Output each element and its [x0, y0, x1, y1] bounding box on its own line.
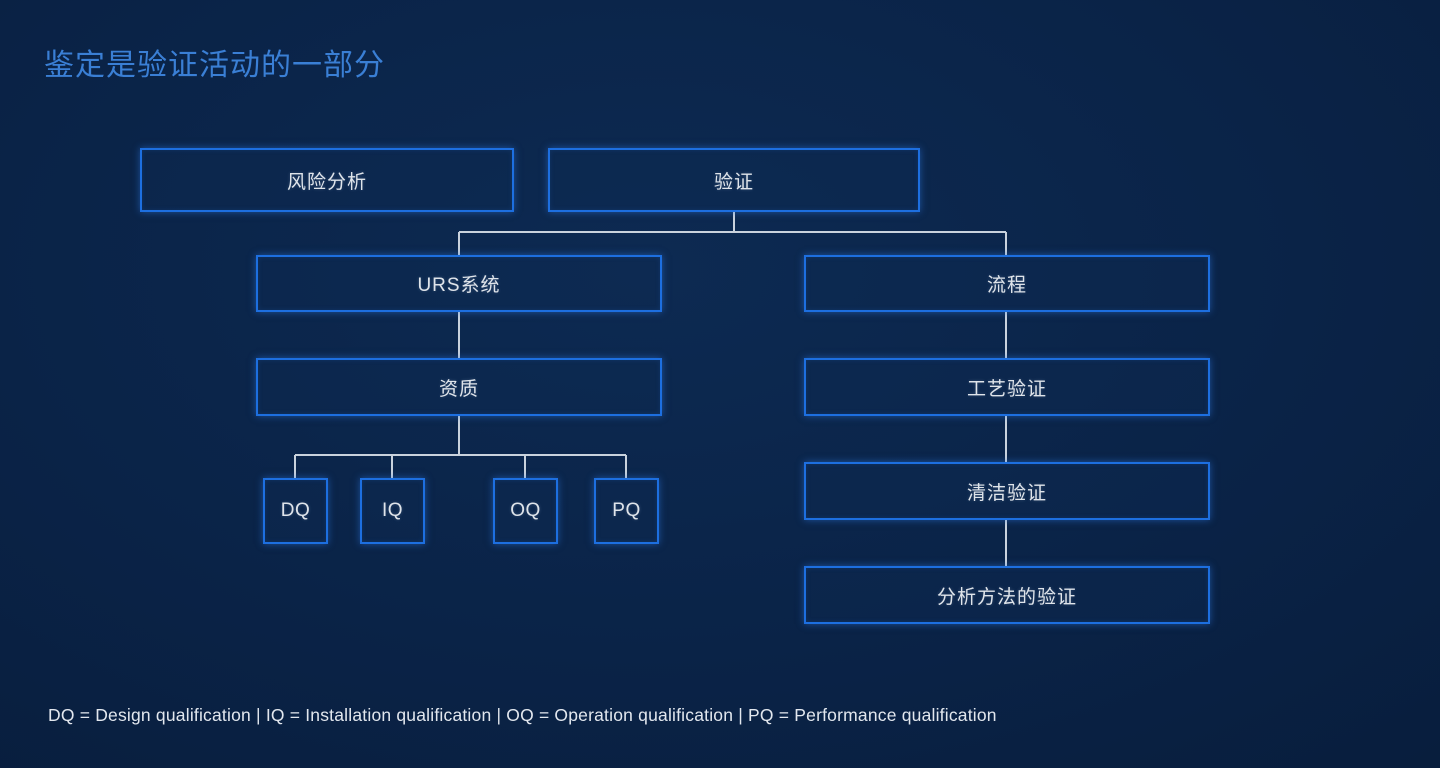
node-label: 工艺验证 [966, 378, 1047, 400]
node-label: 风险分析 [286, 171, 367, 193]
node-label: URS系统 [417, 275, 501, 296]
node-oq[interactable]: OQ [493, 478, 558, 544]
node-validation[interactable]: 验证 [548, 148, 920, 212]
node-label: PQ [612, 500, 641, 521]
node-label: IQ [381, 500, 404, 521]
node-iq[interactable]: IQ [360, 478, 425, 544]
node-cleaning-validation[interactable]: 清洁验证 [804, 462, 1210, 520]
node-pq[interactable]: PQ [594, 478, 659, 544]
node-urs-system[interactable]: URS系统 [256, 255, 662, 312]
node-dq[interactable]: DQ [263, 478, 328, 544]
node-process[interactable]: 流程 [804, 255, 1210, 312]
node-label: 分析方法的验证 [936, 586, 1077, 608]
legend-abbreviations: DQ = Design qualification | IQ = Install… [48, 705, 997, 725]
node-label: 流程 [986, 275, 1027, 296]
node-label: OQ [510, 500, 541, 521]
node-risk-analysis[interactable]: 风险分析 [140, 148, 514, 212]
node-label: DQ [280, 500, 311, 521]
page-title: 鉴定是验证活动的一部分 [44, 49, 385, 82]
node-label: 资质 [438, 378, 479, 400]
node-label: 清洁验证 [966, 482, 1047, 504]
node-analytical-method-validation[interactable]: 分析方法的验证 [804, 566, 1210, 624]
node-qualification[interactable]: 资质 [256, 358, 662, 416]
node-process-validation[interactable]: 工艺验证 [804, 358, 1210, 416]
node-label: 验证 [713, 171, 754, 193]
